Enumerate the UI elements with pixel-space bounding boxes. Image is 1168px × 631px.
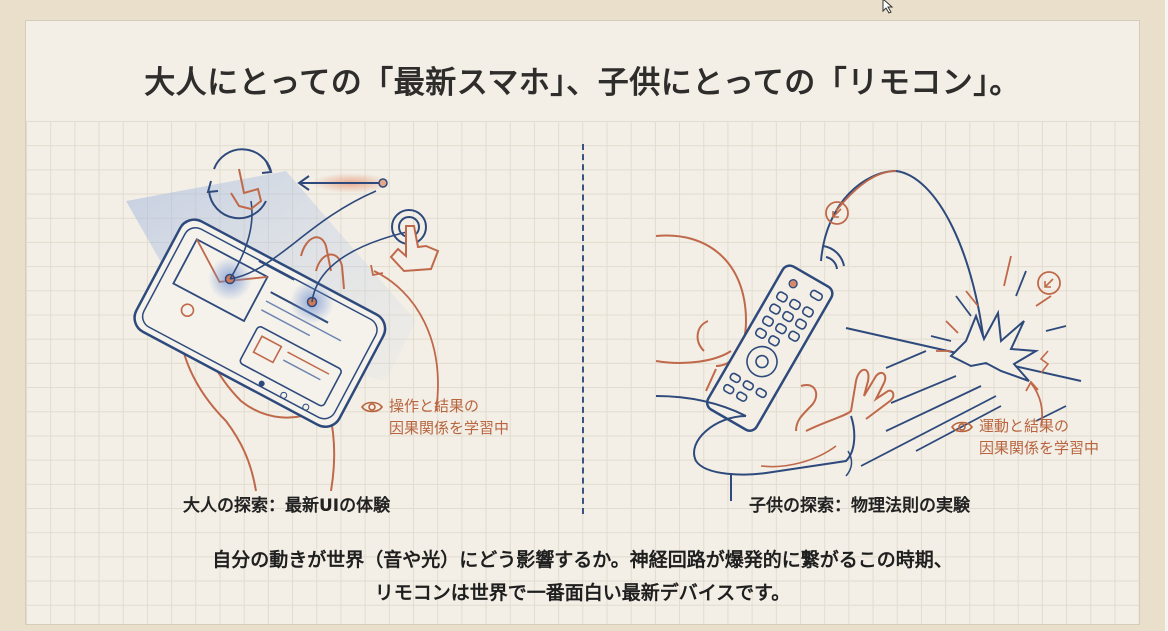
window-edge	[1165, 0, 1168, 631]
summary-line1: 自分の動きが世界（音や光）にどう影響するか。神経回路が爆発的に繋がるこの時期、	[212, 549, 953, 571]
slide-card: 大人にとっての「最新スマホ」、子供にとっての「リモコン」。	[25, 20, 1140, 625]
eye-icon	[951, 421, 973, 432]
eye-icon	[361, 401, 383, 412]
left-note-line1: 操作と結果の	[389, 397, 480, 415]
right-caption: 子供の探索：物理法則の実験	[749, 496, 970, 516]
right-note-line1: 運動と結果の	[979, 417, 1070, 435]
slide-title: 大人にとっての「最新スマホ」、子供にとっての「リモコン」。	[144, 65, 1021, 101]
right-note: 運動と結果の 因果関係を学習中	[951, 415, 1099, 459]
panel-divider	[582, 144, 584, 514]
right-note-line2: 因果関係を学習中	[979, 439, 1100, 457]
left-note: 操作と結果の 因果関係を学習中	[361, 395, 509, 439]
left-caption: 大人の探索：最新UIの体験	[183, 496, 391, 516]
summary-text: 自分の動きが世界（音や光）にどう影響するか。神経回路が爆発的に繋がるこの時期、 …	[26, 544, 1139, 610]
left-illustration-smartphone	[126, 148, 440, 492]
summary-line2: リモコンは世界で一番面白い最新デバイスです。	[374, 582, 791, 604]
right-illustration-remote	[655, 169, 1082, 501]
left-note-line2: 因果関係を学習中	[389, 419, 510, 437]
mouse-cursor-icon	[882, 0, 894, 14]
